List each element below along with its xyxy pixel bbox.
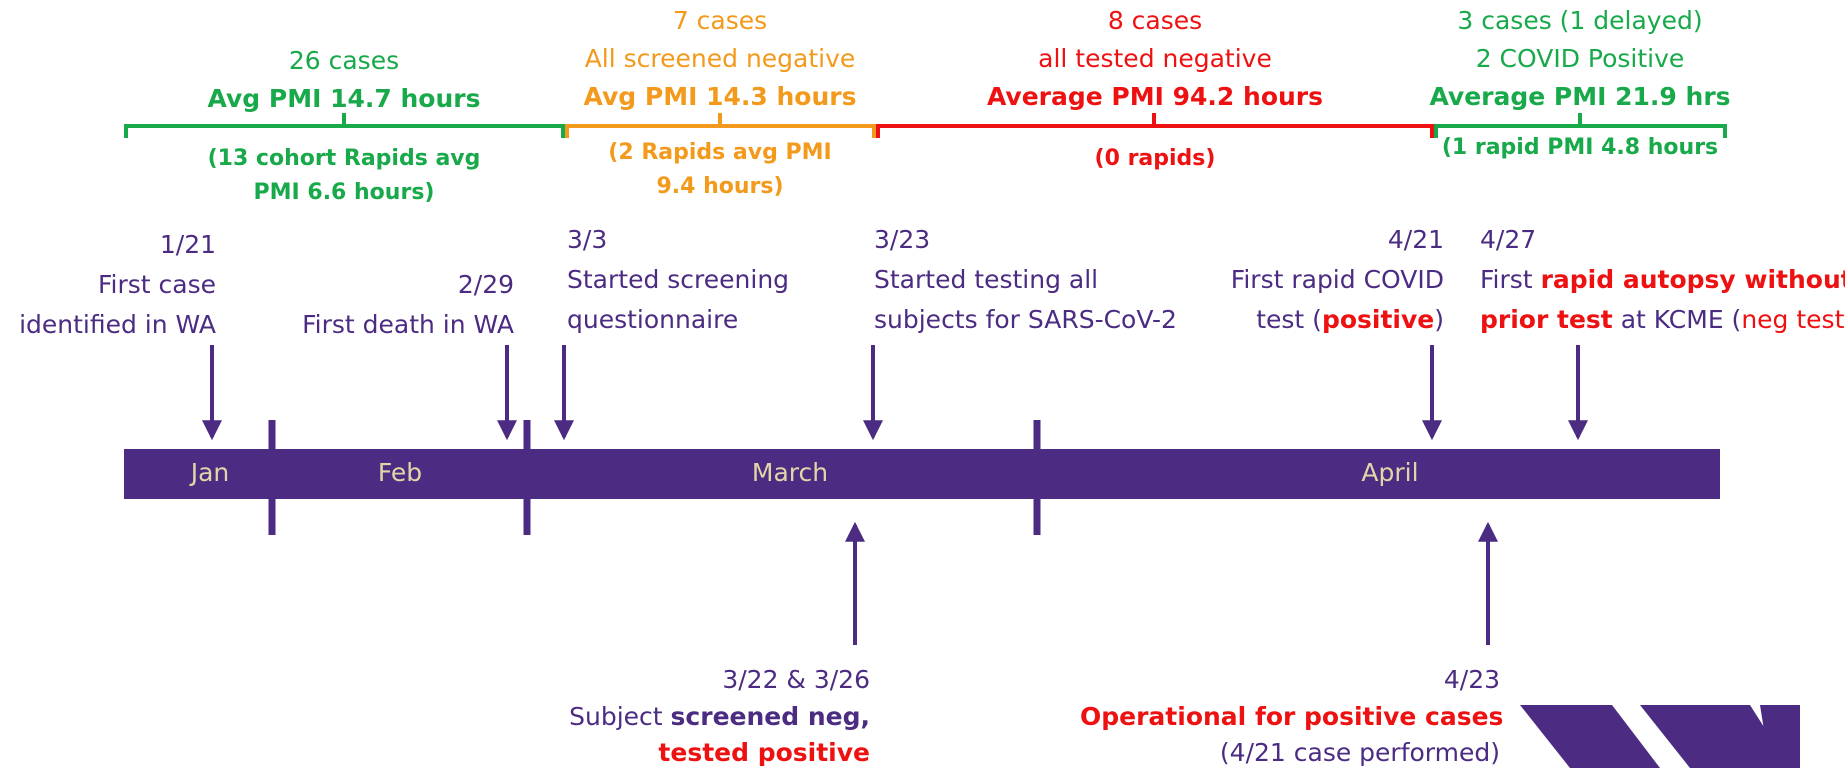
event-date-2-29: 2/29 <box>457 270 514 299</box>
period-4-count: 3 cases (1 delayed) <box>1457 6 1703 35</box>
event-date-3-22-3-26: 3/22 & 3/26 <box>722 665 870 694</box>
event-4-27-line-2: prior test at KCME (neg test) <box>1480 305 1845 334</box>
period-2-count: 7 cases <box>672 6 768 35</box>
period-2-avg-pmi: Avg PMI 14.3 hours <box>583 82 857 111</box>
period-4-rapid-line-1: (1 rapid PMI 4.8 hours <box>1441 135 1719 160</box>
period-1-count: 26 cases <box>288 46 400 75</box>
period-1-avg-pmi: Avg PMI 14.7 hours <box>207 84 481 113</box>
period-2-note: All screened negative <box>584 44 856 73</box>
period-3-avg-pmi: Average PMI 94.2 hours <box>986 82 1324 111</box>
event-4-21-line-1: First rapid COVID <box>1230 265 1444 294</box>
event-3-23-line-2: subjects for SARS-CoV-2 <box>874 305 1177 334</box>
event-date-3-23: 3/23 <box>874 225 931 254</box>
event-4-27-line-1: First rapid autopsy without <box>1480 262 1845 298</box>
period-2-rapid-line-2: 9.4 hours) <box>656 174 784 199</box>
event-3-22-line-1: Subject screened neg, <box>569 702 870 731</box>
event-3-22-emphasis-2: tested positive <box>658 738 870 767</box>
event-3-3-line-2: questionnaire <box>567 305 739 334</box>
event-1-21-line-2: identified in WA <box>19 310 216 339</box>
bracket-period-3 <box>876 113 1434 138</box>
event-date-4-21: 4/21 <box>1387 225 1444 254</box>
period-4-note: 2 COVID Positive <box>1475 44 1685 73</box>
event-4-23-emphasis: Operational for positive cases <box>1080 702 1504 731</box>
period-4-avg-pmi: Average PMI 21.9 hrs <box>1429 82 1731 111</box>
period-3-note: all tested negative <box>1038 44 1272 73</box>
bracket-period-4 <box>1434 113 1727 138</box>
period-3-count: 8 cases <box>1107 6 1203 35</box>
event-date-1-21: 1/21 <box>159 230 216 259</box>
event-3-23-line-1: Started testing all <box>874 265 1099 294</box>
period-1-rapid-line-2: PMI 6.6 hours) <box>253 180 435 205</box>
event-3-22-emphasis-1: screened neg, <box>670 702 870 731</box>
period-2-rapid-line-1: (2 Rapids avg PMI <box>608 140 832 165</box>
event-3-22-line-2: tested positive <box>540 735 870 771</box>
period-1-rapid-line-1: (13 cohort Rapids avg <box>207 146 481 171</box>
event-date-4-23: 4/23 <box>1443 665 1500 694</box>
event-1-21-line-1: First case <box>97 270 216 299</box>
month-label-jan: Jan <box>190 458 230 487</box>
month-label-march: March <box>751 458 829 487</box>
event-date-3-3: 3/3 <box>567 225 608 254</box>
timeline-bar <box>124 449 1720 499</box>
event-4-21-positive-text: positive <box>1321 305 1435 334</box>
month-label-april: April <box>1361 458 1419 487</box>
bracket-period-2 <box>565 113 876 138</box>
event-4-23-line-1: Operational for positive cases <box>1080 699 1504 735</box>
event-4-27-emphasis-1: rapid autopsy without <box>1540 265 1845 294</box>
event-date-4-27: 4/27 <box>1480 225 1537 254</box>
bracket-period-1 <box>124 113 565 138</box>
university-logo <box>1520 705 1800 768</box>
event-3-3-line-1: Started screening <box>567 265 790 294</box>
event-4-27-neg-test: neg test <box>1741 305 1845 334</box>
event-2-29-line-1: First death in WA <box>302 310 514 339</box>
event-4-23-line-2: (4/21 case performed) <box>1219 738 1500 767</box>
event-4-21-line-2: test (positive) <box>1256 305 1444 334</box>
period-3-rapid-line-1: (0 rapids) <box>1094 146 1216 171</box>
month-label-feb: Feb <box>377 458 423 487</box>
event-4-27-emphasis-2: prior test <box>1480 305 1613 334</box>
